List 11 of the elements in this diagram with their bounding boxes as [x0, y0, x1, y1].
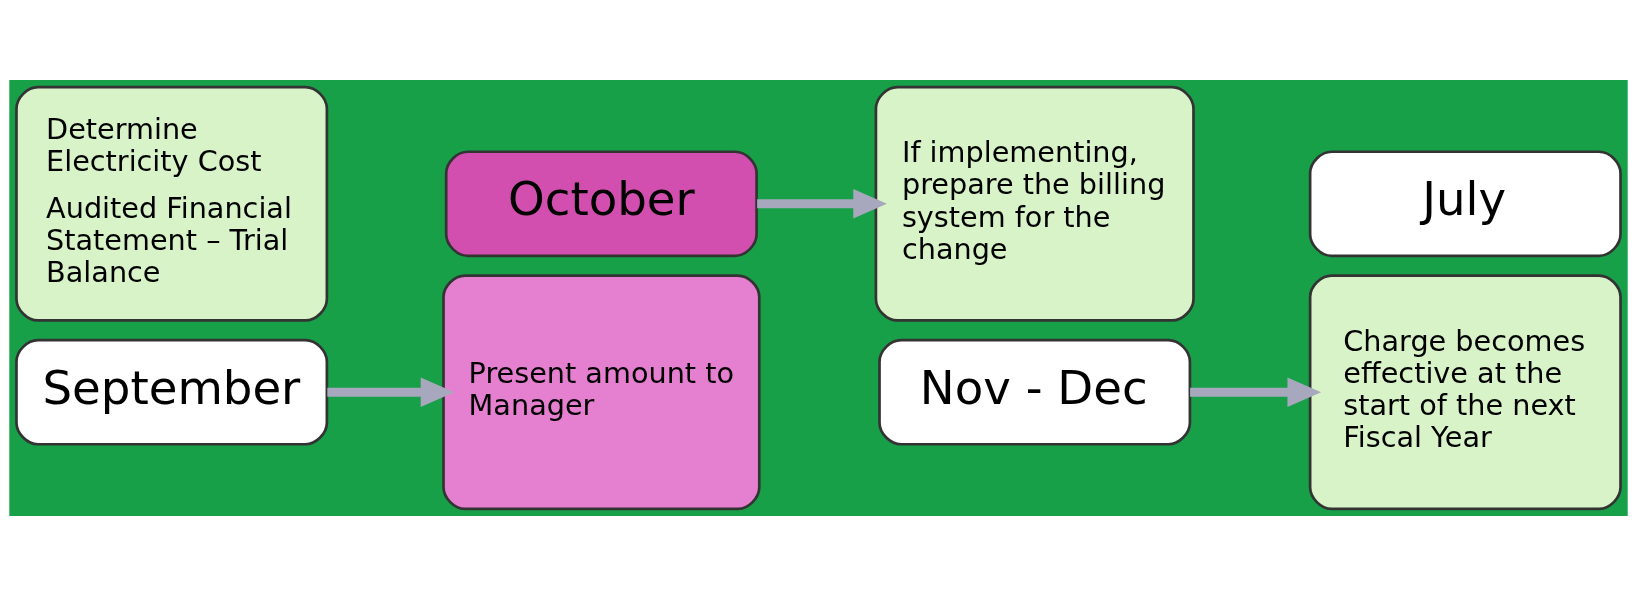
- node-box: Charge becomes effective at the start of the next Fiscal Year: [1308, 273, 1622, 510]
- node-box: Present amount to Manager: [442, 273, 761, 510]
- node-box: Determine Electricity Cost Audited Financial Statement – Trial Balance: [15, 85, 329, 322]
- node-box: July: [1308, 149, 1622, 257]
- node-box: Nov - Dec: [878, 338, 1192, 446]
- node-box: September: [15, 338, 329, 446]
- arrow: [327, 376, 455, 407]
- arrow: [1190, 376, 1322, 407]
- node-box: If implementing, prepare the billing system for the change: [874, 85, 1195, 322]
- node-box: October: [444, 149, 758, 257]
- arrow: [757, 188, 887, 218]
